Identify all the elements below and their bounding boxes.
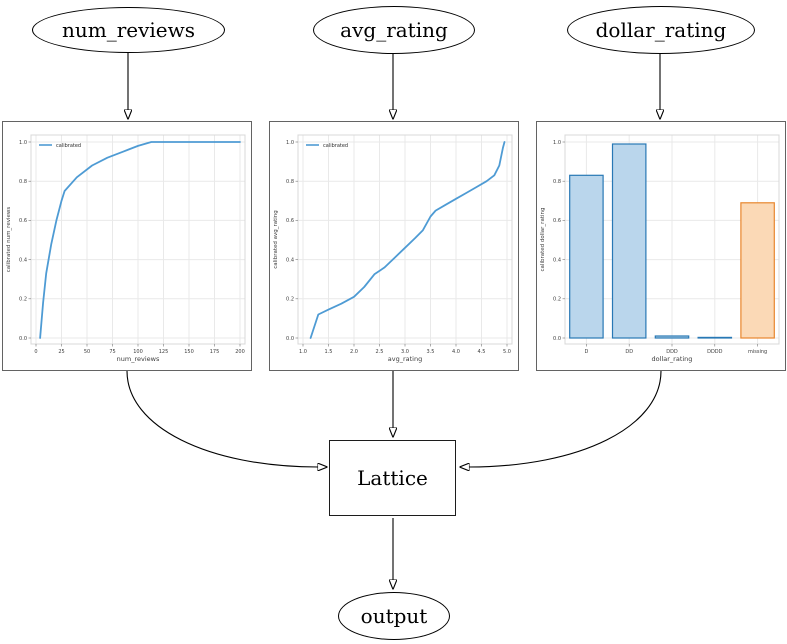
svg-text:0.6: 0.6: [553, 218, 561, 224]
svg-text:0.0: 0.0: [553, 336, 561, 342]
svg-text:0.6: 0.6: [286, 218, 294, 224]
svg-text:4.5: 4.5: [478, 349, 486, 355]
calibrator-plot-num-reviews: 0 25 50 75 100 125 150 175 200 0.0 0.2 0.4 0.6 0.8 1.0…: [6, 134, 246, 363]
svg-text:3.5: 3.5: [427, 349, 435, 355]
svg-text:0.2: 0.2: [19, 297, 27, 303]
node-lattice-label: Lattice: [357, 466, 428, 490]
svg-text:D: D: [584, 349, 588, 355]
node-output: output: [338, 592, 450, 640]
svg-text:calibrated: calibrated: [56, 143, 81, 149]
svg-text:5.0: 5.0: [503, 349, 511, 355]
node-output-label: output: [360, 604, 428, 628]
svg-text:avg_rating: avg_rating: [388, 355, 422, 363]
svg-text:0.8: 0.8: [286, 179, 294, 185]
svg-text:1.0: 1.0: [19, 140, 27, 146]
svg-text:0: 0: [34, 349, 37, 355]
calibrator-plot-avg-rating: 1.0 1.5 2.0 2.5 3.0 3.5 4.0 4.5 5.0 0.0 0.2 0.4 0.6 0…: [273, 134, 513, 363]
edge-calibrator3-to-lattice: [469, 370, 662, 467]
calibrator-panel-num-reviews: 0 25 50 75 100 125 150 175 200 0.0 0.2 0.4 0.6 0.8 1.0…: [2, 121, 252, 371]
svg-text:dollar_rating: dollar_rating: [652, 355, 693, 363]
svg-text:DD: DD: [625, 349, 633, 355]
svg-text:125: 125: [159, 349, 169, 355]
svg-text:4.0: 4.0: [452, 349, 460, 355]
svg-text:2.0: 2.0: [350, 349, 358, 355]
svg-text:0.0: 0.0: [19, 336, 27, 342]
svg-text:0.6: 0.6: [19, 218, 27, 224]
svg-text:3.0: 3.0: [401, 349, 409, 355]
svg-text:150: 150: [184, 349, 194, 355]
svg-text:calibrated num_reviews: calibrated num_reviews: [6, 207, 12, 273]
svg-text:0.8: 0.8: [19, 179, 27, 185]
svg-text:0.4: 0.4: [19, 257, 27, 263]
svg-text:0.0: 0.0: [286, 336, 294, 342]
edge-calibrator1-to-lattice: [126, 370, 318, 467]
svg-text:0.2: 0.2: [286, 297, 294, 303]
svg-text:2.5: 2.5: [376, 349, 384, 355]
svg-text:175: 175: [210, 349, 220, 355]
svg-text:100: 100: [133, 349, 143, 355]
svg-text:0.8: 0.8: [553, 179, 561, 185]
calibrator-panel-avg-rating: 1.0 1.5 2.0 2.5 3.0 3.5 4.0 4.5 5.0 0.0 0.2 0.4 0.6 0…: [269, 121, 519, 371]
svg-text:1.0: 1.0: [286, 140, 294, 146]
svg-text:DDDD: DDDD: [707, 349, 723, 355]
svg-text:calibrated dollar_rating: calibrated dollar_rating: [540, 208, 546, 272]
node-dollar-rating: dollar_rating: [567, 6, 755, 54]
node-num-reviews-label: num_reviews: [61, 18, 196, 42]
svg-text:0.4: 0.4: [553, 257, 561, 263]
node-dollar-rating-label: dollar_rating: [595, 18, 727, 42]
node-avg-rating: avg_rating: [313, 6, 475, 54]
node-lattice: Lattice: [329, 440, 456, 516]
svg-text:75: 75: [109, 349, 115, 355]
svg-text:DDD: DDD: [666, 349, 678, 355]
svg-text:50: 50: [84, 349, 90, 355]
svg-text:1.0: 1.0: [553, 140, 561, 146]
svg-text:1.5: 1.5: [325, 349, 333, 355]
node-avg-rating-label: avg_rating: [340, 18, 448, 42]
svg-text:missing: missing: [748, 349, 767, 355]
svg-text:num_reviews: num_reviews: [117, 355, 160, 363]
node-num-reviews: num_reviews: [32, 7, 225, 53]
svg-text:25: 25: [58, 349, 64, 355]
svg-text:200: 200: [235, 349, 245, 355]
svg-text:calibrated: calibrated: [323, 143, 348, 149]
svg-text:0.2: 0.2: [553, 297, 561, 303]
svg-text:calibrated avg_rating: calibrated avg_rating: [273, 210, 279, 269]
svg-text:0.4: 0.4: [286, 257, 294, 263]
svg-text:1.0: 1.0: [299, 349, 307, 355]
